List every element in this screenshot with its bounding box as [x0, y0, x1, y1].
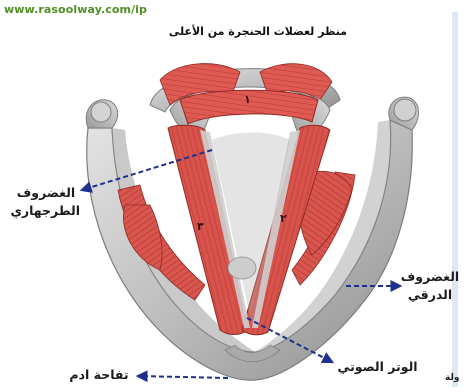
muscle-number-3: ٣ — [197, 220, 204, 233]
epiglottis-base — [228, 257, 256, 279]
label-vocal-cord: الوتر الصوتي — [330, 358, 425, 376]
label-arytenoid-cartilage: الغضروف الطرجهاري — [12, 184, 80, 220]
diagram-title: منظر لعضلات الحنجرة من الأعلى — [169, 25, 347, 38]
label-thyroid-line1: الغضروف — [397, 268, 463, 286]
label-arytenoid-line2: الطرجهاري — [12, 202, 80, 220]
watermark-url: www.rasoolway.com/ip — [4, 3, 147, 16]
label-thyroid-cartilage: الغضروف الدرقي — [397, 268, 463, 304]
label-arytenoid-line1: الغضروف — [12, 184, 80, 202]
label-adams-apple: تفاحة ادم — [62, 366, 136, 384]
muscle-number-1: ١ — [244, 93, 251, 106]
muscle-number-2: ٢ — [280, 212, 287, 225]
label-thyroid-line2: الدرقي — [397, 286, 463, 304]
edge-text: ولة — [445, 373, 459, 383]
frame-edge — [452, 12, 458, 387]
arrow-adams-apple — [138, 376, 228, 378]
